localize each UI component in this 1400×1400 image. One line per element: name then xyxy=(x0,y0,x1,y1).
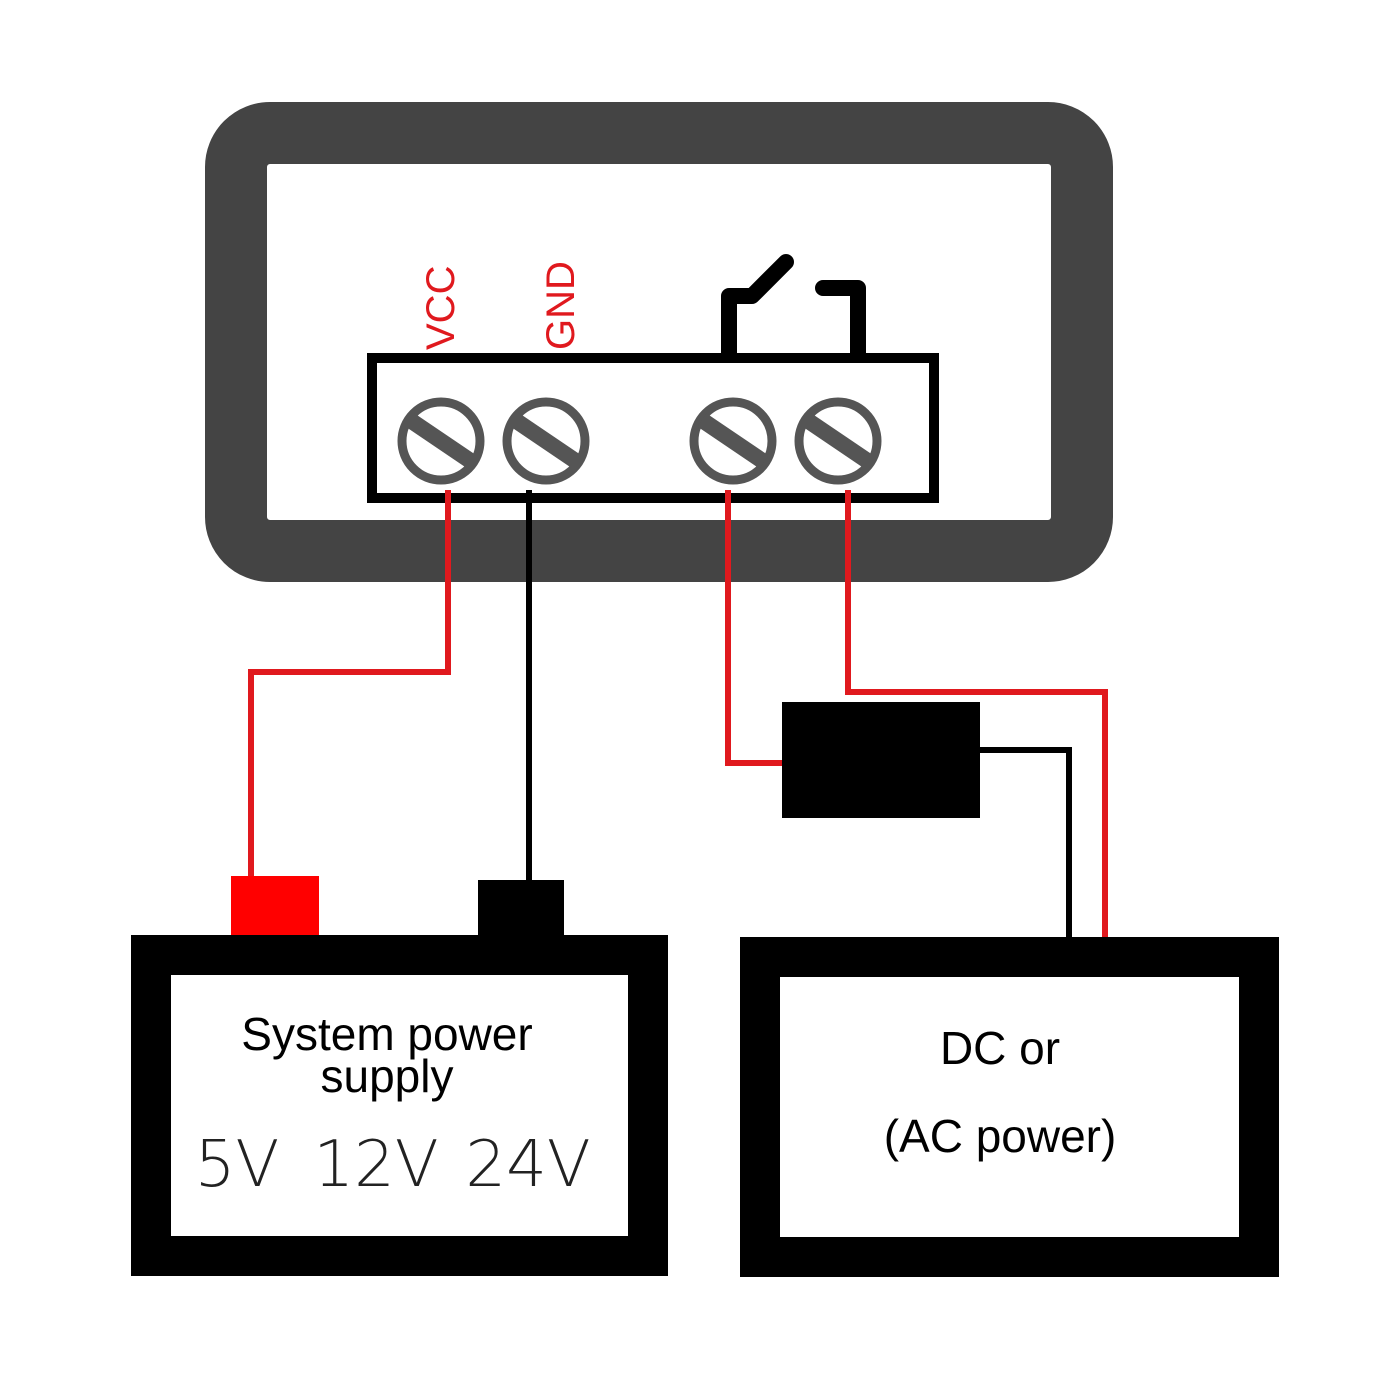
load-power-supply-box xyxy=(740,937,1279,1277)
wire-relay2-to-supply xyxy=(845,490,1108,940)
wire-load-to-supply xyxy=(980,747,1072,940)
wire-vcc-positive xyxy=(248,490,451,880)
voltage-24v: 24V xyxy=(465,1128,590,1202)
load-supply-label-line2: (AC power) xyxy=(884,1110,1117,1162)
positive-terminal xyxy=(231,876,319,936)
gnd-label: GND xyxy=(539,261,583,350)
relay-switch-icon xyxy=(721,254,866,363)
negative-terminal xyxy=(478,880,564,936)
vcc-label: VCC xyxy=(419,266,463,350)
load-supply-label-line1: DC or xyxy=(940,1022,1060,1074)
voltage-12v: 12V xyxy=(313,1128,438,1202)
power-supply-label-line1: System power xyxy=(241,1008,532,1060)
load-device xyxy=(782,702,980,818)
screw-terminal-relay-1 xyxy=(689,397,777,485)
voltage-5v: 5V xyxy=(195,1128,280,1202)
system-power-supply-box xyxy=(131,935,668,1276)
module-frame xyxy=(205,102,1113,582)
screw-terminal-vcc xyxy=(397,397,485,485)
wire-relay1-to-load xyxy=(725,490,784,766)
screw-terminal-gnd xyxy=(502,397,590,485)
power-supply-label-line2: supply xyxy=(321,1050,454,1102)
screw-terminal-relay-2 xyxy=(794,397,882,485)
